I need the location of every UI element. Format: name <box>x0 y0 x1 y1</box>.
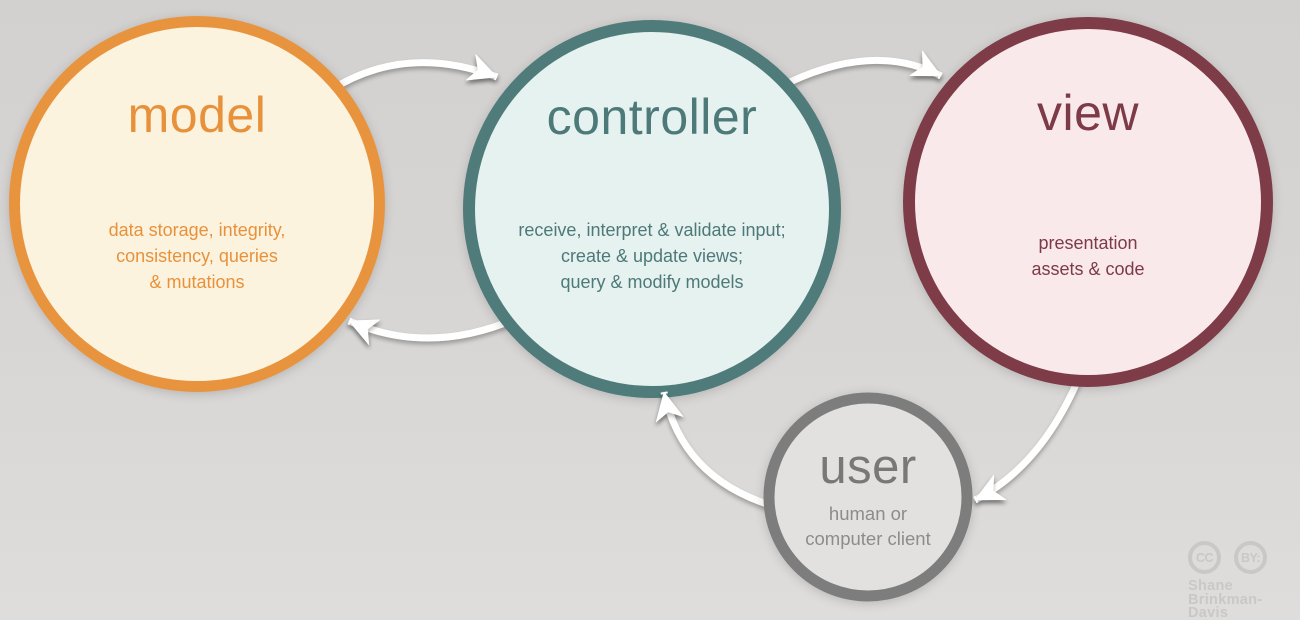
view-description: presentation assets & code <box>1031 233 1145 279</box>
controller-description: receive, interpret & validate input; cre… <box>518 220 786 292</box>
arrow-controller-to-view <box>788 50 943 86</box>
controller-node-circle <box>463 20 841 398</box>
attribution-author-line1: Shane <box>1188 578 1234 594</box>
attribution: CC BY: Shane Brinkman-Davis <box>1188 541 1300 620</box>
view-node-circle <box>903 17 1273 387</box>
arrow-controller-to-model <box>347 315 517 346</box>
arrowhead-controller-to-model-icon <box>347 317 381 346</box>
model-description: data storage, integrity, consistency, qu… <box>108 220 286 292</box>
flow-arrowheads <box>347 50 1007 504</box>
model-title: model <box>127 87 267 143</box>
user-description: human or computer client <box>805 503 931 549</box>
by-badge-icon: BY: <box>1234 541 1267 574</box>
controller-title: controller <box>546 89 758 145</box>
attribution-author-line2: Brinkman-Davis <box>1188 591 1263 620</box>
diagram-nodes <box>9 16 1273 602</box>
user-title: user <box>819 440 917 494</box>
license-badges: CC BY: <box>1188 541 1300 574</box>
arrowhead-model-to-controller-icon <box>465 53 499 81</box>
arrowhead-view-to-user-icon <box>973 474 1007 504</box>
model-node-circle <box>9 16 385 392</box>
attribution-author: Shane Brinkman-Davis <box>1188 578 1300 620</box>
arrow-model-to-controller <box>339 53 499 88</box>
cc-badge-icon: CC <box>1188 541 1221 574</box>
view-title: view <box>1036 85 1140 141</box>
arrowhead-controller-to-view-icon <box>909 50 943 80</box>
user-node-circle <box>763 392 973 602</box>
